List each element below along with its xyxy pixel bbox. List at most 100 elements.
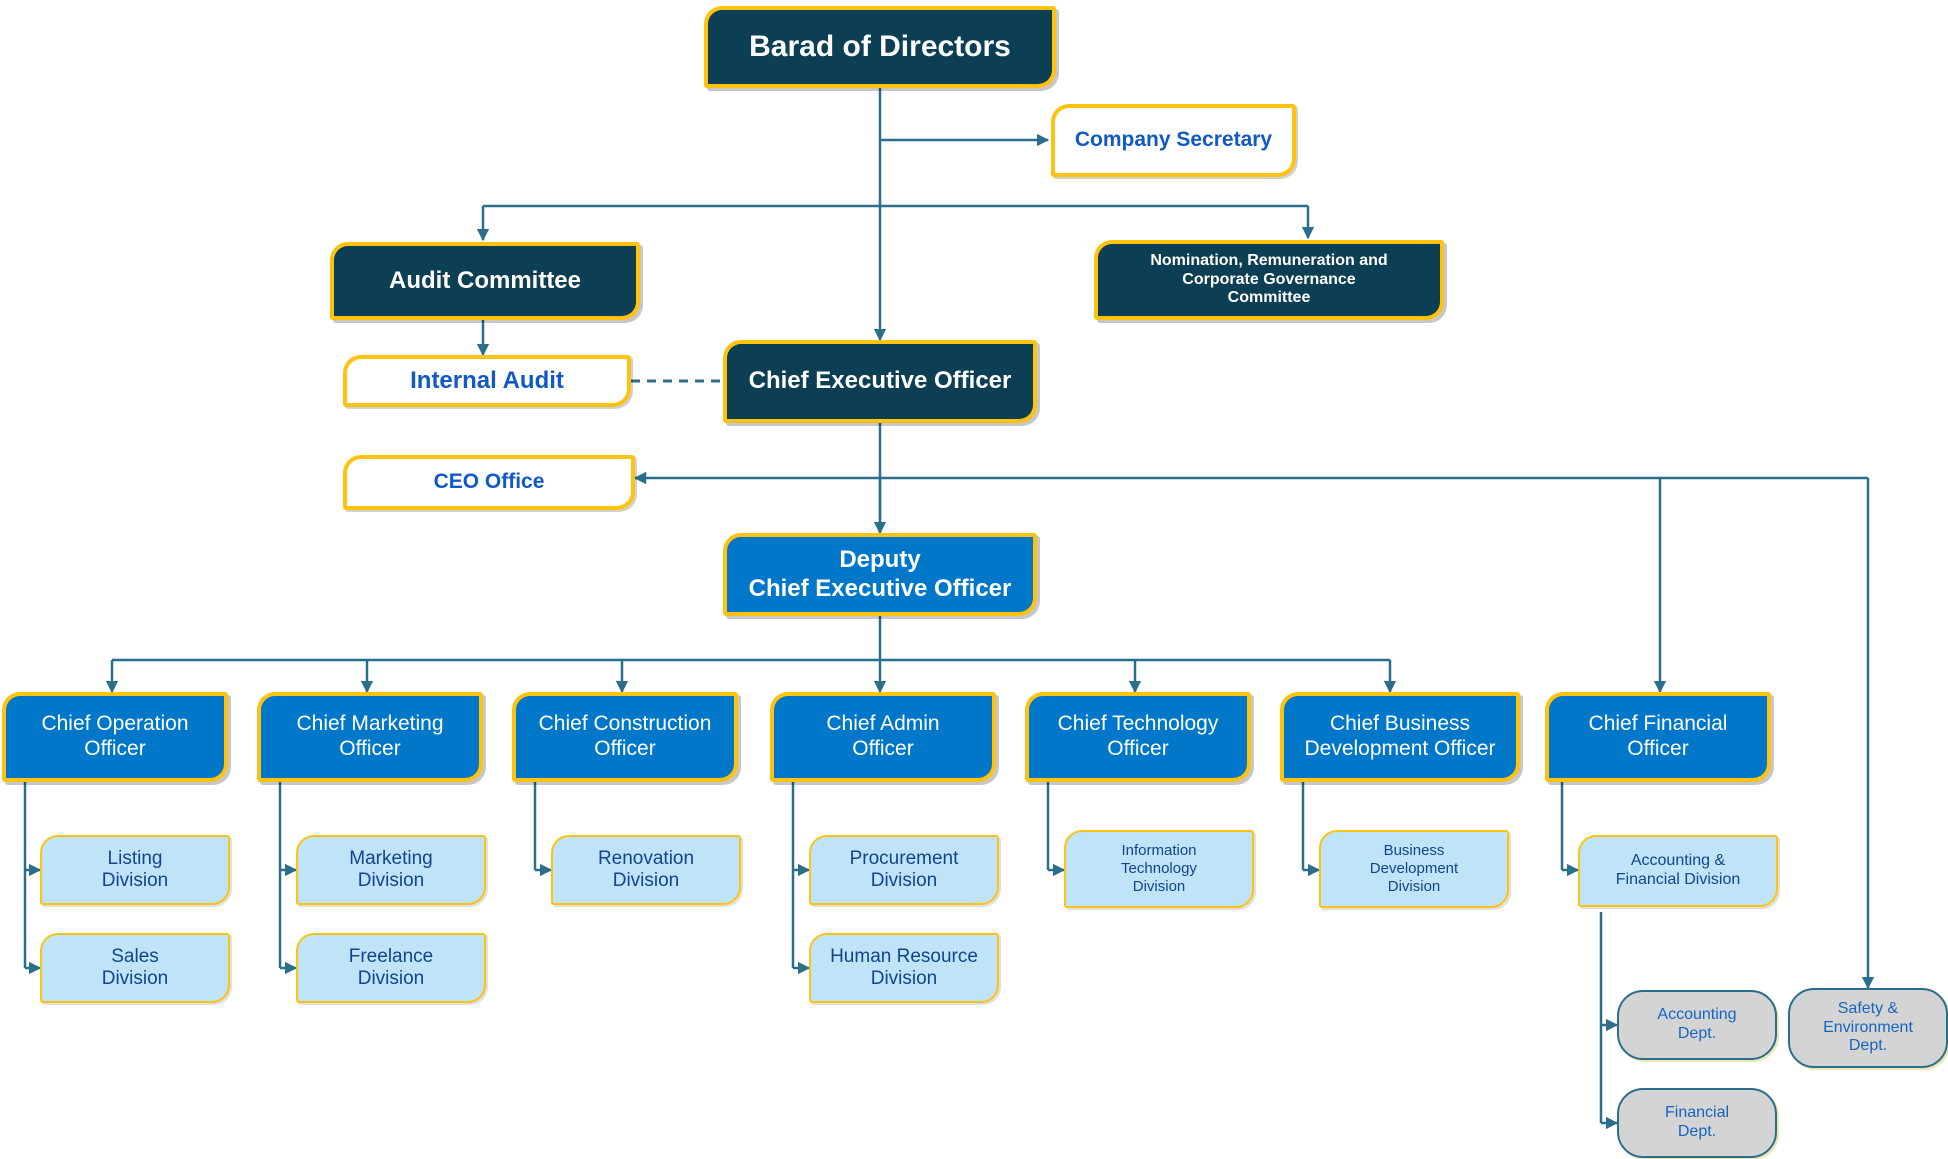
nrcg-line-3: Committee <box>1227 289 1311 307</box>
node-marketing-division[interactable]: Marketing Division <box>296 835 486 905</box>
nrcg-line-1: Nomination, Remuneration and <box>1150 251 1388 269</box>
sales-line-2: Division <box>101 968 169 989</box>
renovation-line-1: Renovation <box>597 847 695 869</box>
cmo-label: Chief Marketing Officer <box>261 712 479 762</box>
safety-line-2: Environment <box>1823 1018 1913 1036</box>
cfo-line-2: Officer <box>1627 737 1689 760</box>
it-line-2: Technology <box>1121 860 1197 878</box>
node-sales-division[interactable]: Sales Division <box>40 933 230 1003</box>
node-ceo-office[interactable]: CEO Office <box>343 455 635 510</box>
accounting-line-2: Dept. <box>1677 1025 1717 1042</box>
cco-line-1: Chief Construction <box>538 712 712 736</box>
human-resource-division-label: Human Resource Division <box>811 946 997 991</box>
node-deputy-chief-executive-officer[interactable]: Deputy Chief Executive Officer <box>723 533 1037 616</box>
cto-line-2: Officer <box>1107 737 1169 760</box>
freelance-division-label: Freelance Division <box>298 946 484 991</box>
cfo-line-1: Chief Financial <box>1588 712 1728 736</box>
listing-division-label: Listing Division <box>42 848 228 893</box>
renovation-line-2: Division <box>612 870 680 891</box>
coo-line-1: Chief Operation <box>41 712 189 736</box>
deputy-line-2: Chief Executive Officer <box>748 574 1012 602</box>
node-accounting-financial-division[interactable]: Accounting & Financial Division <box>1578 835 1778 907</box>
cto-line-1: Chief Technology <box>1057 712 1219 736</box>
freelance-line-2: Division <box>357 968 425 989</box>
cto-label: Chief Technology Officer <box>1029 712 1247 762</box>
cao-line-1: Chief Admin <box>826 712 940 736</box>
safety-environment-dept-label: Safety & Environment Dept. <box>1790 1000 1946 1057</box>
procurement-division-label: Procurement Division <box>811 848 997 893</box>
node-chief-marketing-officer[interactable]: Chief Marketing Officer <box>257 692 483 782</box>
node-human-resource-division[interactable]: Human Resource Division <box>809 933 999 1003</box>
hr-line-2: Division <box>870 968 938 989</box>
node-procurement-division[interactable]: Procurement Division <box>809 835 999 905</box>
node-listing-division[interactable]: Listing Division <box>40 835 230 905</box>
cao-label: Chief Admin Officer <box>774 712 992 762</box>
cmo-line-1: Chief Marketing <box>296 712 444 736</box>
accounting-line-1: Accounting <box>1657 1006 1737 1024</box>
deputy-ceo-label: Deputy Chief Executive Officer <box>727 546 1033 603</box>
cco-line-2: Officer <box>594 737 656 760</box>
node-internal-audit[interactable]: Internal Audit <box>343 355 631 407</box>
marketing-line-1: Marketing <box>349 847 433 869</box>
sales-line-1: Sales <box>111 945 159 967</box>
coo-label: Chief Operation Officer <box>6 712 224 762</box>
it-line-1: Information <box>1121 842 1197 860</box>
safety-line-1: Safety & <box>1837 999 1899 1017</box>
marketing-division-label: Marketing Division <box>298 848 484 893</box>
safety-line-3: Dept. <box>1848 1037 1888 1055</box>
listing-line-2: Division <box>101 870 169 891</box>
cmo-line-2: Officer <box>339 737 401 760</box>
cbdo-line-1: Chief Business <box>1329 712 1471 736</box>
cfo-label: Chief Financial Officer <box>1549 712 1767 762</box>
internal-audit-label: Internal Audit <box>410 366 564 394</box>
coo-line-2: Officer <box>84 737 146 760</box>
procurement-line-2: Division <box>870 870 938 891</box>
ceo-office-label: CEO Office <box>433 470 545 494</box>
nrcg-committee-label: Nomination, Remuneration and Corporate G… <box>1098 252 1440 309</box>
node-freelance-division[interactable]: Freelance Division <box>296 933 486 1003</box>
listing-line-1: Listing <box>107 847 163 869</box>
procurement-line-1: Procurement <box>849 847 959 869</box>
node-chief-construction-officer[interactable]: Chief Construction Officer <box>512 692 738 782</box>
node-chief-executive-officer[interactable]: Chief Executive Officer <box>723 340 1037 423</box>
marketing-line-2: Division <box>357 870 425 891</box>
company-secretary-label: Company Secretary <box>1074 128 1273 152</box>
node-chief-financial-officer[interactable]: Chief Financial Officer <box>1545 692 1771 782</box>
node-financial-dept[interactable]: Financial Dept. <box>1617 1088 1777 1158</box>
sales-division-label: Sales Division <box>42 946 228 991</box>
node-company-secretary[interactable]: Company Secretary <box>1051 104 1296 177</box>
bd-line-2: Development <box>1369 860 1459 878</box>
nrcg-line-2: Corporate Governance <box>1182 270 1356 288</box>
audit-committee-label: Audit Committee <box>389 266 581 294</box>
financial-dept-label: Financial Dept. <box>1619 1104 1775 1142</box>
node-chief-admin-officer[interactable]: Chief Admin Officer <box>770 692 996 782</box>
financial-line-2: Dept. <box>1677 1123 1717 1140</box>
it-line-3: Division <box>1132 877 1186 895</box>
acctfin-line-2: Financial Division <box>1615 871 1741 888</box>
node-board-of-directors[interactable]: Barad of Directors <box>704 6 1056 88</box>
hr-line-1: Human Resource <box>830 945 978 967</box>
node-audit-committee[interactable]: Audit Committee <box>330 242 640 320</box>
accounting-financial-division-label: Accounting & Financial Division <box>1580 852 1776 890</box>
bd-division-label: Business Development Division <box>1321 842 1507 895</box>
node-renovation-division[interactable]: Renovation Division <box>551 835 741 905</box>
deputy-line-1: Deputy <box>839 546 921 574</box>
node-information-technology-division[interactable]: Information Technology Division <box>1064 830 1254 908</box>
freelance-line-1: Freelance <box>348 945 434 967</box>
node-safety-environment-dept[interactable]: Safety & Environment Dept. <box>1788 988 1948 1068</box>
cbdo-line-2: Development Officer <box>1304 737 1496 760</box>
node-accounting-dept[interactable]: Accounting Dept. <box>1617 990 1777 1060</box>
node-chief-business-development-officer[interactable]: Chief Business Development Officer <box>1280 692 1520 782</box>
bd-line-3: Division <box>1387 877 1441 895</box>
board-of-directors-label: Barad of Directors <box>749 30 1011 64</box>
node-chief-operation-officer[interactable]: Chief Operation Officer <box>2 692 228 782</box>
node-chief-technology-officer[interactable]: Chief Technology Officer <box>1025 692 1251 782</box>
bd-line-1: Business <box>1383 842 1445 860</box>
cao-line-2: Officer <box>852 737 914 760</box>
node-nrcg-committee[interactable]: Nomination, Remuneration and Corporate G… <box>1094 240 1444 320</box>
acctfin-line-1: Accounting & <box>1630 852 1726 870</box>
accounting-dept-label: Accounting Dept. <box>1619 1006 1775 1044</box>
node-business-development-division[interactable]: Business Development Division <box>1319 830 1509 908</box>
renovation-division-label: Renovation Division <box>553 848 739 893</box>
